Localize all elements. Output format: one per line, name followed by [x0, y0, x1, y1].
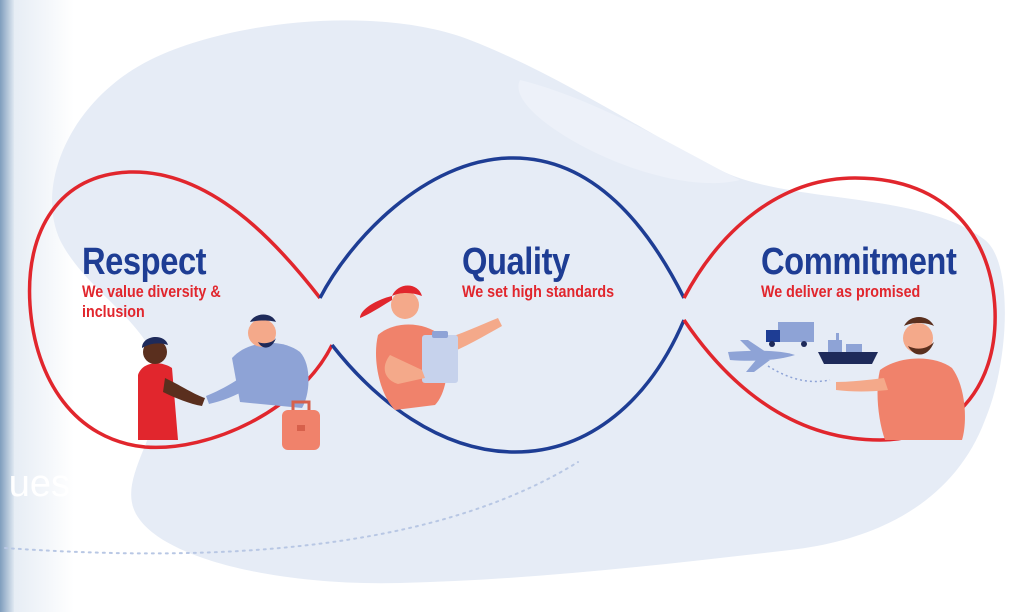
value-subtitle-commitment-line1: We deliver as promised [761, 282, 921, 301]
delivery-person-illustration [836, 317, 965, 440]
commitment-illustration [728, 317, 965, 440]
airplane-icon [728, 340, 795, 372]
value-commitment: Commitment We deliver as promised [761, 242, 988, 302]
clipboard-icon [422, 331, 458, 383]
loop-right [682, 176, 997, 442]
person-right [206, 314, 309, 408]
value-title-quality: Quality [462, 241, 570, 283]
value-quality: Quality We set high standards [462, 242, 643, 302]
loop-left [27, 170, 334, 450]
left-edge-fade [14, 0, 74, 612]
loop-middle-bottom [330, 319, 686, 454]
dotted-arc [4, 461, 579, 555]
value-respect: Respect We value diversity & inclusion [82, 242, 247, 322]
left-edge-band [0, 0, 14, 612]
delivery-dotted-path [767, 365, 831, 383]
value-subtitle-respect-line1: We value diversity & [82, 282, 221, 301]
value-title-respect: Respect [82, 241, 207, 283]
value-title-commitment: Commitment [761, 241, 957, 283]
person-left [138, 337, 205, 440]
briefcase-icon [282, 400, 320, 450]
background-blob-highlight [518, 80, 740, 184]
value-subtitle-respect-line2: inclusion [82, 302, 145, 321]
quality-illustration [360, 285, 502, 410]
value-subtitle-quality-line1: We set high standards [462, 282, 615, 301]
truck-icon [766, 322, 814, 347]
handshake-illustration [138, 314, 320, 450]
partial-heading: ues [8, 463, 70, 505]
loop-middle-top [318, 156, 686, 299]
ship-icon [818, 333, 878, 364]
